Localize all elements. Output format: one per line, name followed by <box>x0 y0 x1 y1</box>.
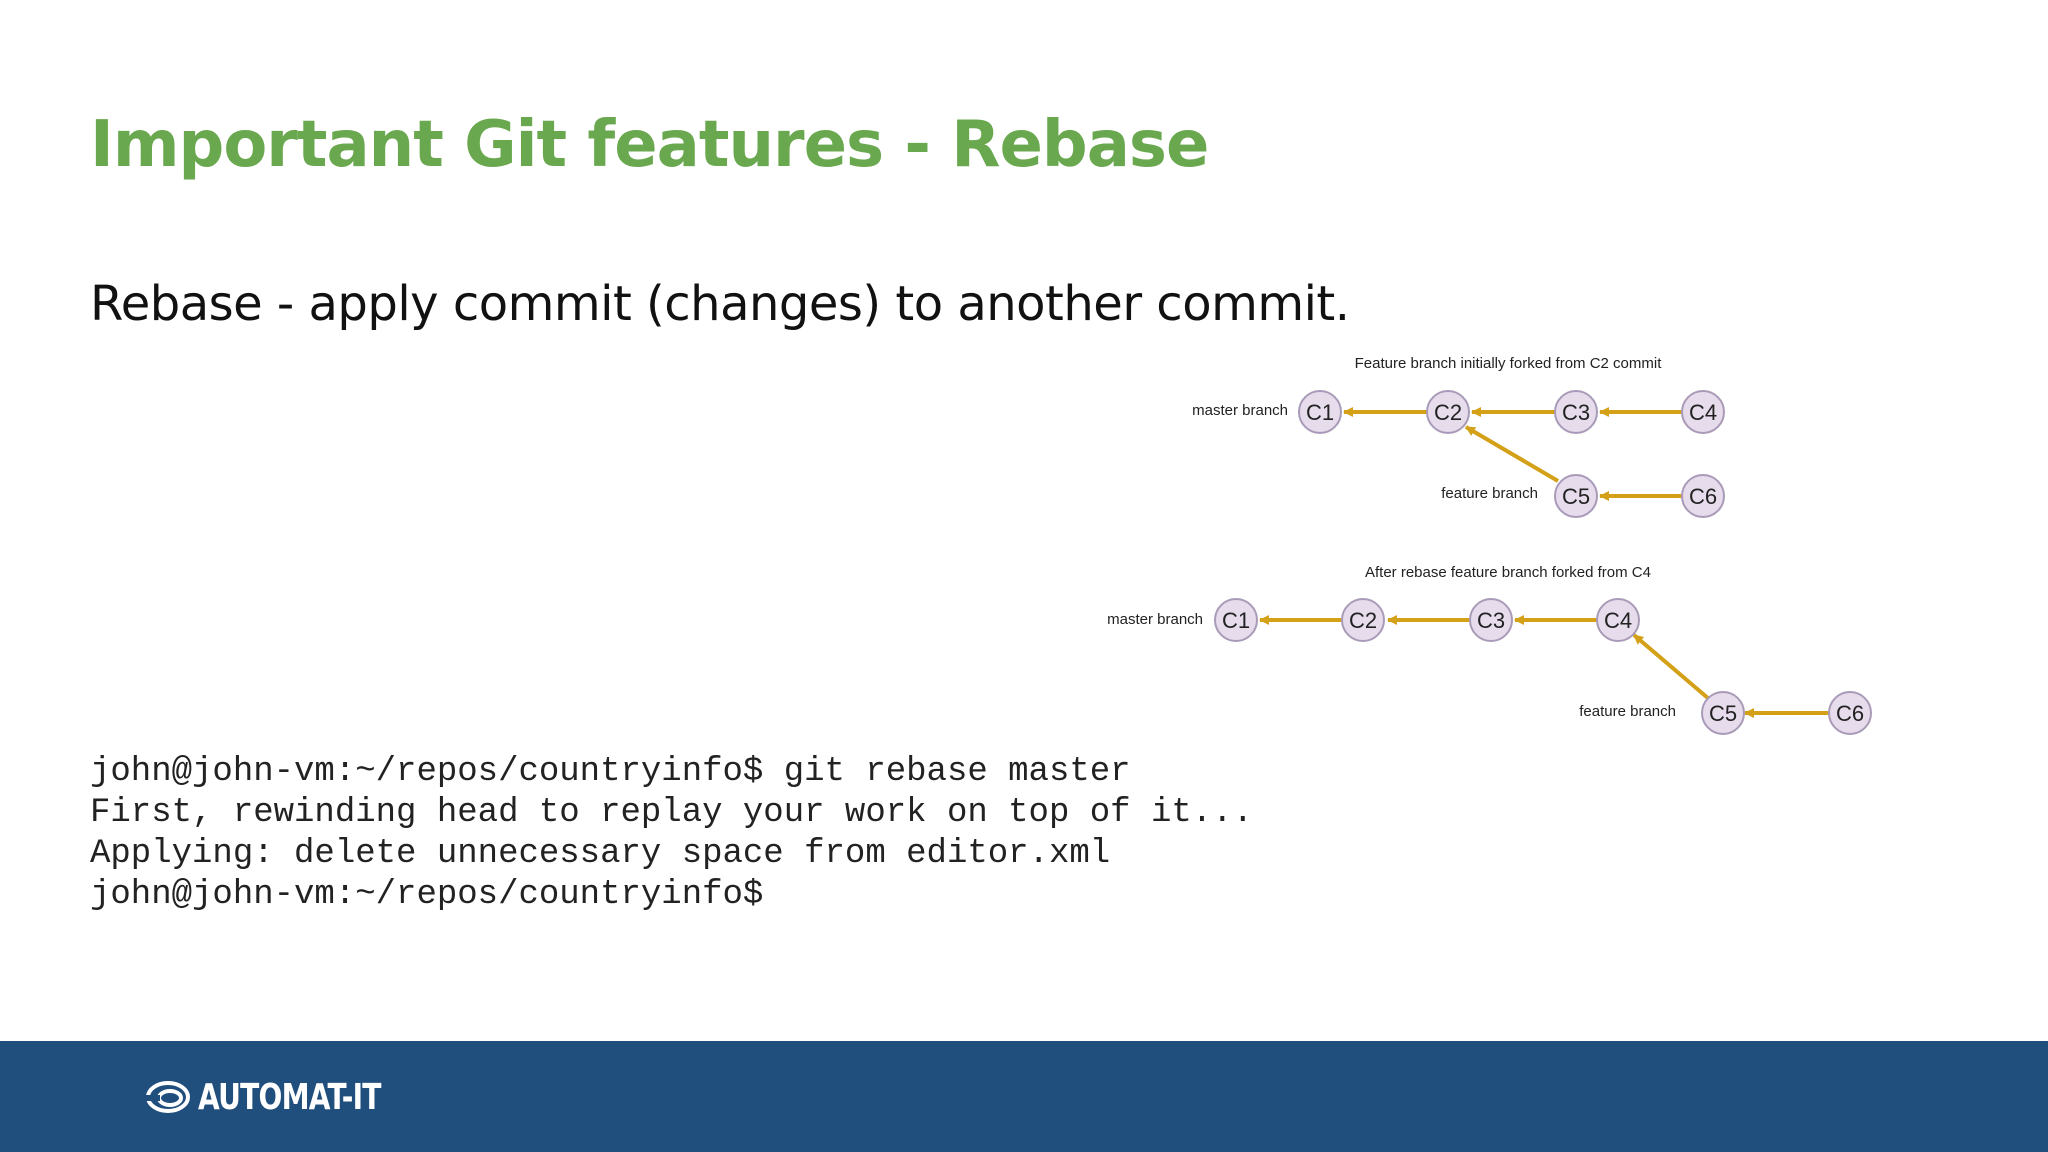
commit-label: C3 <box>1477 608 1505 633</box>
commit-label: C6 <box>1689 484 1717 509</box>
commit-node: C4 <box>1681 390 1725 434</box>
commit-label: C2 <box>1349 608 1377 633</box>
commit-label: C1 <box>1306 400 1334 425</box>
commit-label: C5 <box>1562 484 1590 509</box>
terminal-line: Applying: delete unnecessary space from … <box>90 835 1111 873</box>
diagram-top-feature-label: feature branch <box>1441 485 1538 502</box>
diagram-top-caption: Feature branch initially forked from C2 … <box>1355 355 1663 372</box>
commit-node: C1 <box>1214 598 1258 642</box>
company-logo: AUTOMAT-IT <box>146 1071 432 1123</box>
terminal-line: john@john-vm:~/repos/countryinfo$ git re… <box>90 753 1131 791</box>
commit-label: C4 <box>1604 608 1632 633</box>
commit-label: C4 <box>1689 400 1717 425</box>
commit-node: C2 <box>1341 598 1385 642</box>
commit-label: C2 <box>1434 400 1462 425</box>
commit-node: C1 <box>1298 390 1342 434</box>
commit-node: C5 <box>1701 691 1745 735</box>
commit-label: C6 <box>1836 701 1864 726</box>
rebase-diagram: Feature branch initially forked from C2 … <box>1107 355 1872 735</box>
terminal-line: First, rewinding head to replay your wor… <box>90 794 1253 832</box>
terminal-output: john@john-vm:~/repos/countryinfo$ git re… <box>90 752 1253 916</box>
commit-label: C3 <box>1562 400 1590 425</box>
diagram-bottom-feature-label: feature branch <box>1579 703 1676 720</box>
automat-it-logo-icon <box>146 1081 190 1113</box>
commit-node: C5 <box>1554 474 1598 518</box>
slide-title: Important Git features - Rebase <box>90 108 1209 182</box>
commit-node: C3 <box>1469 598 1513 642</box>
commit-node: C3 <box>1554 390 1598 434</box>
commit-node: C6 <box>1681 474 1725 518</box>
diagram-bottom-master-label: master branch <box>1107 611 1203 628</box>
logo-text: AUTOMAT-IT <box>198 1076 381 1118</box>
diagram-top-master-label: master branch <box>1192 402 1288 419</box>
footer-bar: AUTOMAT-IT <box>0 1041 2048 1152</box>
commit-label: C1 <box>1222 608 1250 633</box>
slide-subtitle: Rebase - apply commit (changes) to anoth… <box>90 276 1350 332</box>
commit-label: C5 <box>1709 701 1737 726</box>
edge-c5-c2 <box>1464 425 1560 483</box>
diagram-after-rebase: After rebase feature branch forked from … <box>1107 564 1872 735</box>
commit-node: C4 <box>1596 598 1640 642</box>
terminal-line: john@john-vm:~/repos/countryinfo$ <box>90 876 764 914</box>
commit-node: C2 <box>1426 390 1470 434</box>
diagram-bottom-caption: After rebase feature branch forked from … <box>1365 564 1651 581</box>
diagram-before-rebase: Feature branch initially forked from C2 … <box>1192 355 1725 518</box>
edge-c5-c4 <box>1632 633 1711 701</box>
commit-node: C6 <box>1828 691 1872 735</box>
